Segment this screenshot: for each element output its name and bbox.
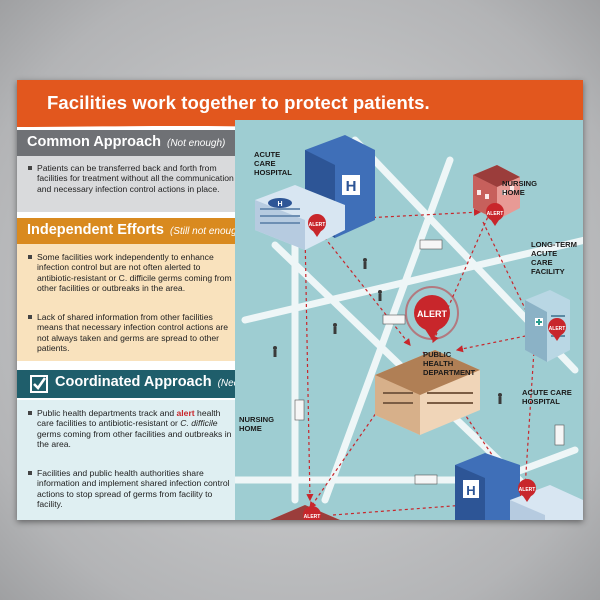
coordinated-bullet-1-b: health care facilities to antibiotic-res… bbox=[37, 408, 221, 429]
alert-pin-acute-care-top: ALERT bbox=[308, 214, 326, 237]
coordinated-bullet-2: Facilities and public health authorities… bbox=[27, 468, 237, 509]
label-long-term-acute-care: LONG-TERM ACUTE CARE FACILITY bbox=[531, 240, 577, 276]
label-nursing-home-bottom: NURSING HOME bbox=[239, 415, 275, 433]
coordinated-bullet-1-c: germs coming from other facilities and o… bbox=[37, 428, 232, 449]
public-health-department-building bbox=[375, 350, 480, 435]
alert-pin-nursing-home-bottom: ALERT bbox=[303, 506, 321, 520]
alert-label: ALERT bbox=[304, 514, 321, 520]
coordinated-approach-title: Coordinated Approach bbox=[55, 374, 212, 390]
independent-efforts-title: Independent Efforts bbox=[27, 222, 164, 238]
alert-pin-acute-care-bottom: ALERT bbox=[518, 479, 536, 502]
alert-label: ALERT bbox=[487, 211, 504, 217]
independent-efforts-header: Independent Efforts (Still not enough) bbox=[17, 218, 246, 244]
alert-label: ALERT bbox=[417, 309, 447, 319]
svg-text:H: H bbox=[277, 201, 282, 208]
checkbox-check-icon bbox=[30, 375, 48, 393]
coordinated-bullet-1-a: Public health departments track and bbox=[37, 408, 177, 418]
alert-word: alert bbox=[176, 408, 195, 418]
alert-pin-nursing-home-top: ALERT bbox=[486, 203, 504, 226]
ambulance-icons bbox=[294, 239, 565, 485]
coordinated-approach-body: Public health departments track and aler… bbox=[17, 400, 235, 520]
independent-bullet-2: Lack of shared information from other fa… bbox=[27, 312, 237, 353]
independent-efforts-body: Some facilities work independently to en… bbox=[17, 244, 235, 361]
coordinated-approach-header bbox=[17, 370, 263, 398]
alert-label: ALERT bbox=[519, 487, 536, 493]
label-acute-care-hospital-bottom: ACUTE CARE HOSPITAL bbox=[522, 388, 572, 406]
common-bullet: Patients can be transferred back and for… bbox=[27, 163, 237, 194]
alert-label: ALERT bbox=[309, 222, 326, 228]
independent-efforts-tag: (Still not enough) bbox=[169, 226, 246, 237]
label-acute-care-hospital-top: ACUTE CARE HOSPITAL bbox=[254, 150, 292, 177]
left-panel: Common Approach (Not enough) Patients can… bbox=[17, 127, 263, 520]
hospital-sign-top: H bbox=[346, 178, 357, 195]
common-approach-tag: (Not enough) bbox=[167, 138, 226, 149]
common-approach-body: Patients can be transferred back and for… bbox=[17, 156, 235, 212]
alert-pin-public-health: ALERT bbox=[405, 286, 459, 340]
label-public-health-department: PUBLIC HEALTH DEPARTMENT bbox=[423, 350, 476, 377]
coordinated-bullet-1-italic: C. difficile bbox=[180, 418, 218, 429]
facility-network-map: H H bbox=[235, 120, 583, 520]
label-nursing-home-top: NURSING HOME bbox=[502, 179, 538, 197]
common-approach-title: Common Approach bbox=[27, 134, 161, 150]
coordinated-bullet-1: Public health departments track and aler… bbox=[27, 408, 237, 449]
people-icons bbox=[273, 258, 502, 404]
infographic-card: Facilities work together to protect pati… bbox=[17, 80, 583, 520]
banner-title: Facilities work together to protect pati… bbox=[47, 92, 430, 113]
alert-pin-long-term: ALERT bbox=[548, 318, 566, 341]
common-approach-header: Common Approach (Not enough) bbox=[17, 130, 235, 156]
alert-label: ALERT bbox=[549, 326, 566, 332]
independent-bullet-1: Some facilities work independently to en… bbox=[27, 252, 237, 293]
hospital-sign-bottom: H bbox=[466, 483, 475, 498]
